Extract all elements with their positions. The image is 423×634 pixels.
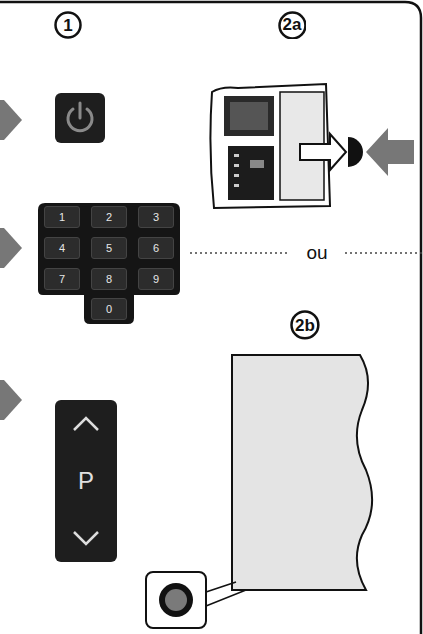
tv-screen xyxy=(224,96,274,136)
tv-component xyxy=(250,160,264,168)
keypad-key: 9 xyxy=(138,268,174,290)
key-label: 3 xyxy=(153,212,159,223)
keypad-key: 5 xyxy=(91,237,127,259)
keypad-key: 1 xyxy=(44,206,80,228)
key-label: 8 xyxy=(106,274,112,285)
power-button xyxy=(55,93,105,143)
callout-number: 2a xyxy=(283,16,302,33)
keypad-key: 8 xyxy=(91,268,127,290)
key-label: 4 xyxy=(59,243,65,254)
callout-number: 2b xyxy=(295,317,315,334)
tv-component xyxy=(234,154,239,157)
tv-corner xyxy=(210,84,346,208)
key-label: 7 xyxy=(59,274,65,285)
button-label: P xyxy=(78,469,94,493)
ir-sensor xyxy=(348,137,363,167)
key-label: 9 xyxy=(153,274,159,285)
program-button xyxy=(55,400,117,562)
dotted-separator xyxy=(190,252,290,254)
pointer-arrow xyxy=(0,380,22,420)
tv-screen xyxy=(230,102,268,130)
pointer-arrow xyxy=(0,228,22,268)
tv-board xyxy=(228,146,274,200)
dotted-separator xyxy=(345,252,423,254)
keypad-key: 4 xyxy=(44,237,80,259)
down-chevron xyxy=(74,532,98,544)
callout-number: 1 xyxy=(63,17,72,34)
power-symbol xyxy=(79,103,82,118)
leader-line xyxy=(206,582,236,592)
up-chevron xyxy=(74,418,98,430)
tv-side xyxy=(232,355,372,590)
tv-component xyxy=(234,164,239,167)
program-label-area: P xyxy=(71,466,101,496)
keypad-body xyxy=(38,203,180,324)
keypad-key: 7 xyxy=(44,268,80,290)
circle-outline xyxy=(56,13,81,38)
tv-button xyxy=(165,589,187,611)
keypad-key: 3 xyxy=(138,206,174,228)
keypad-key: 2 xyxy=(91,206,127,228)
tv-component xyxy=(234,184,239,187)
keypad-key: 6 xyxy=(138,237,174,259)
callout-circle: 2b xyxy=(290,310,320,340)
circle-outline xyxy=(279,12,305,38)
key-label: 5 xyxy=(106,243,112,254)
callout-circle: 2a xyxy=(278,11,307,40)
keypad-key: 0 xyxy=(91,298,127,320)
pointer-arrow xyxy=(366,128,414,176)
key-label: 2 xyxy=(106,212,112,223)
separator-label: ou xyxy=(303,243,330,262)
pointer-arrow xyxy=(0,100,22,140)
callout-circle: 1 xyxy=(54,11,82,39)
circle-outline xyxy=(292,312,319,339)
key-label: 1 xyxy=(59,212,65,223)
button-callout xyxy=(146,572,206,628)
key-label: 0 xyxy=(106,304,112,315)
tv-component xyxy=(234,174,239,177)
signal-arrow xyxy=(300,134,346,170)
key-label: 6 xyxy=(153,243,159,254)
tv-button xyxy=(159,583,193,617)
leader-line xyxy=(206,590,246,606)
